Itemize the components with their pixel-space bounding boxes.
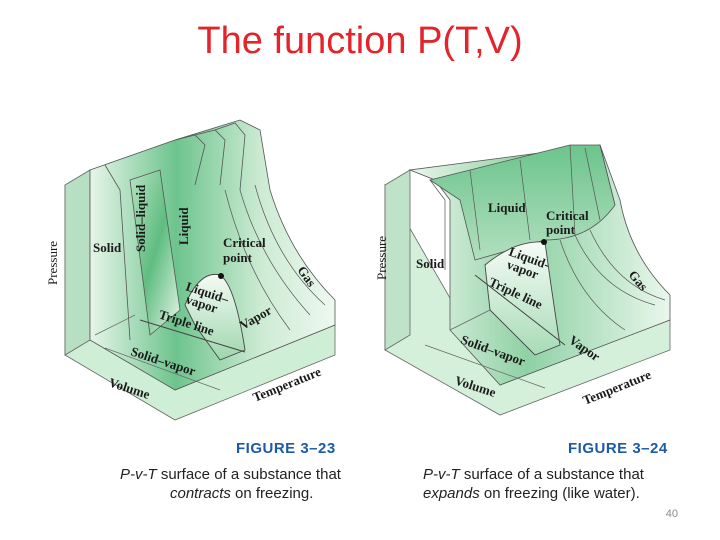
slide-number: 40 <box>665 508 678 520</box>
caption-line1-text: surface of a substance that <box>459 466 644 483</box>
point-label: point <box>223 250 253 265</box>
liquid-vapor-dome <box>184 273 246 361</box>
liquid-label: Liquid <box>488 200 526 215</box>
triple-line <box>474 274 566 346</box>
left-side-face <box>64 169 91 356</box>
figure-right-caption: P-v-T surface of a substance that expand… <box>423 465 693 503</box>
solid-label: Solid <box>416 256 445 271</box>
caption-pvt-text: P-v-T <box>423 466 460 483</box>
solid-label: Solid <box>93 240 122 255</box>
pressure-axis-label: Pressure <box>374 236 389 280</box>
critical-point-dot <box>218 273 224 279</box>
liquid-shelf <box>429 144 616 261</box>
figure-right-caption-title: FIGURE 3–24 <box>568 440 668 457</box>
caption-line2-text: on freezing (like water). <box>479 485 640 502</box>
caption-em-text: contracts <box>170 485 231 502</box>
caption-em-text: expands <box>423 485 480 502</box>
critical-point-dot <box>541 239 547 245</box>
solid-liquid-label: Solid–liquid <box>133 184 148 252</box>
pressure-axis-label: Pressure <box>45 241 60 285</box>
liquid-label: Liquid <box>176 207 191 245</box>
triple-line <box>139 319 246 353</box>
caption-line2-text: on freezing. <box>230 485 314 502</box>
figure-left-caption-title: FIGURE 3–23 <box>236 440 336 457</box>
caption-line1-text: surface of a substance that <box>156 466 341 483</box>
pvt-surface-expands-diagram: Pressure Solid Liquid Critical point Gas… <box>370 90 690 430</box>
left-side-face <box>384 169 411 351</box>
critical-label: Critical <box>223 235 266 250</box>
figure-left-caption: P-v-T surface of a substance that contra… <box>120 465 360 503</box>
ridge-lines <box>104 122 246 341</box>
solid-liquid-band <box>129 169 181 336</box>
critical-label: Critical <box>546 208 589 223</box>
slide-title: The function P(T,V) <box>197 20 523 62</box>
pvt-surface-contracts-diagram: Pressure Solid Solid–liquid Liquid Criti… <box>45 90 345 430</box>
point-label: point <box>546 222 576 237</box>
caption-pvt-text: P-v-T <box>120 466 157 483</box>
